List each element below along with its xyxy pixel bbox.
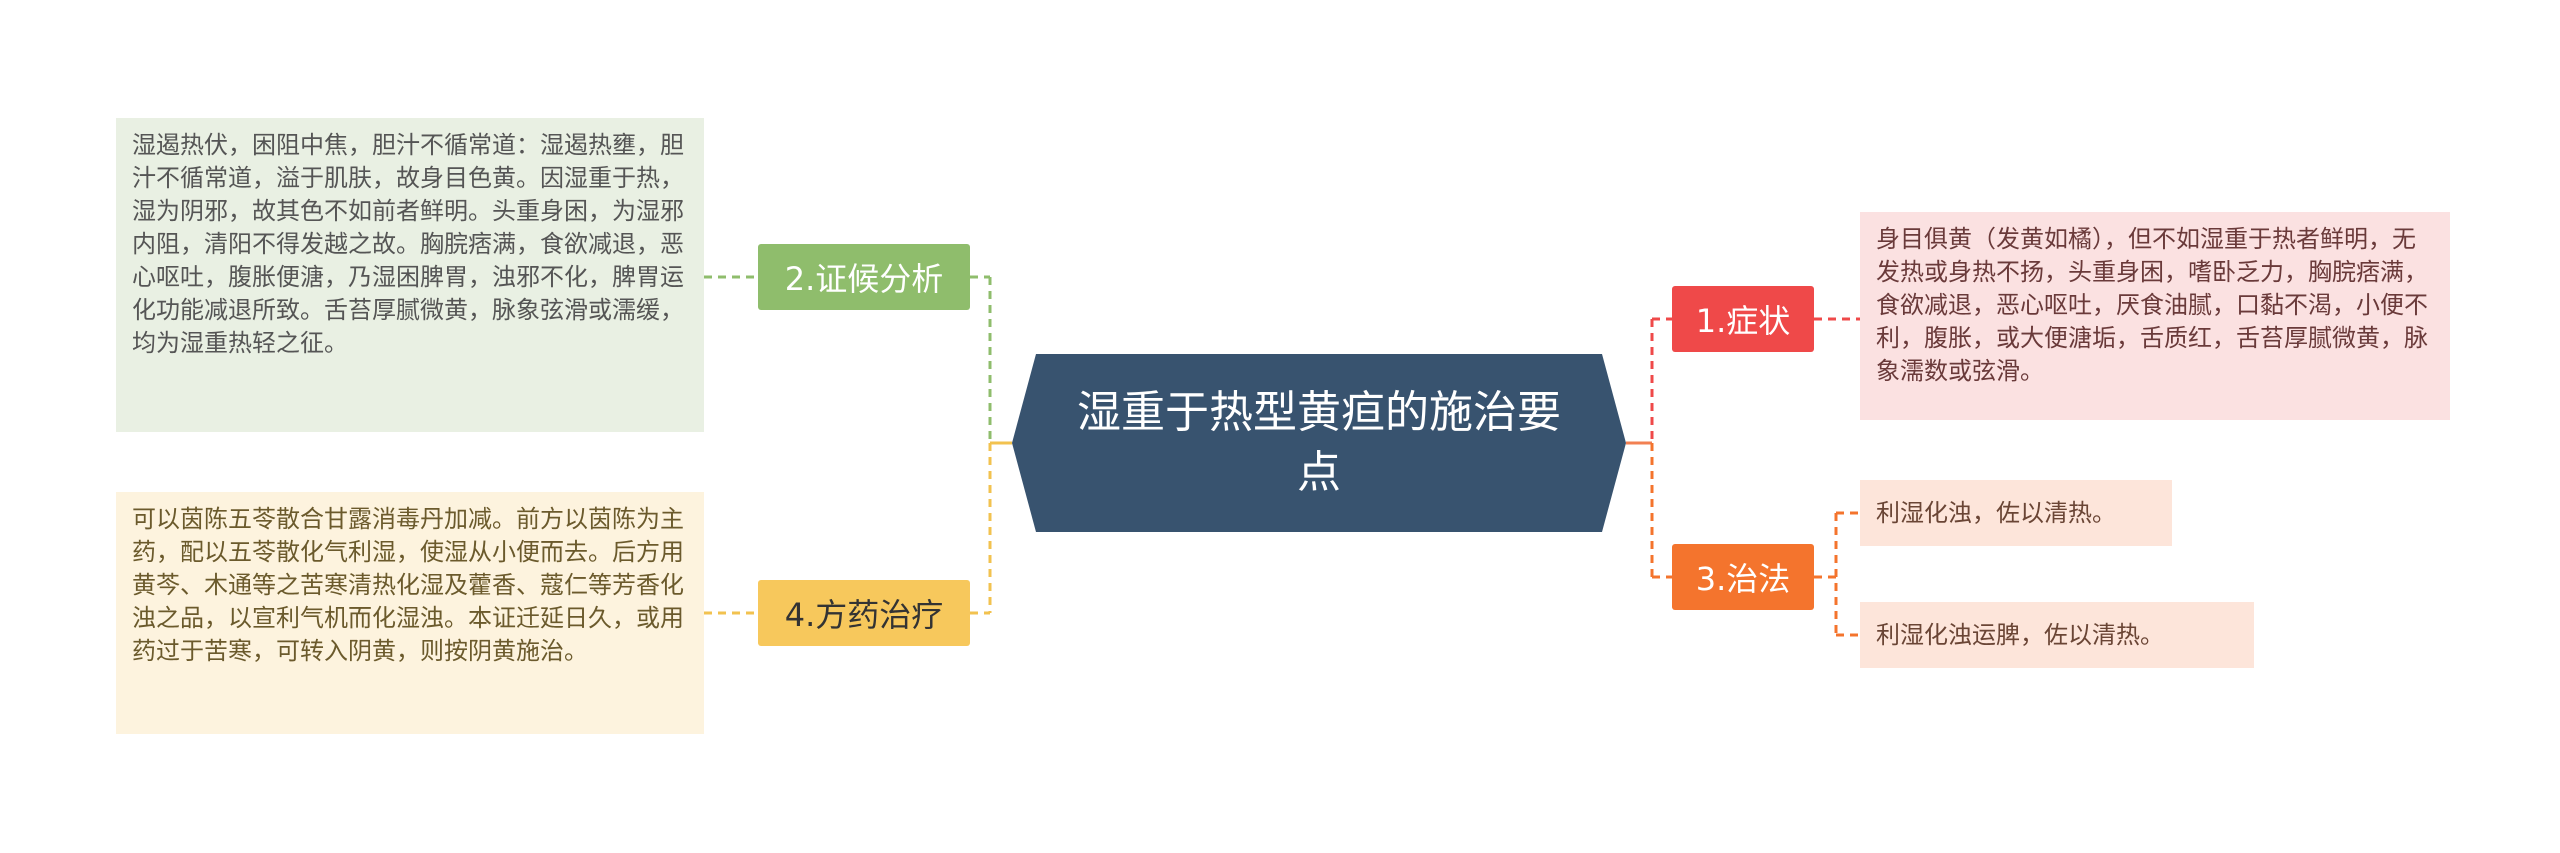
leaf-zhengzhuang-text[interactable]: 身目俱黄（发黄如橘），但不如湿重于热者鲜明，无发热或身热不扬，头重身困，嗜卧乏力…: [1860, 212, 2450, 420]
leaf-text: 湿遏热伏，困阻中焦，胆汁不循常道：湿遏热壅，胆汁不循常道，溢于肌肤，故身目色黄。…: [132, 131, 684, 357]
leaf-zhenghou-text[interactable]: 湿遏热伏，困阻中焦，胆汁不循常道：湿遏热壅，胆汁不循常道，溢于肌肤，故身目色黄。…: [116, 118, 704, 432]
leaf-zhifa-item-1[interactable]: 利湿化浊，佐以清热。: [1860, 480, 2172, 546]
leaf-text: 可以茵陈五苓散合甘露消毒丹加减。前方以茵陈为主药，配以五苓散化气利湿，使湿从小便…: [132, 505, 684, 665]
central-topic[interactable]: 湿重于热型黄疸的施治要点: [1012, 354, 1626, 532]
branch-zhifa[interactable]: 3.治法: [1672, 544, 1814, 610]
branch-label: 4.方药治疗: [784, 596, 944, 634]
leaf-text: 利湿化浊运脾，佐以清热。: [1876, 620, 2164, 649]
branch-label: 2.证候分析: [784, 260, 944, 298]
branch-zhengzhuang[interactable]: 1.症状: [1672, 286, 1814, 352]
leaf-fangyao-text[interactable]: 可以茵陈五苓散合甘露消毒丹加减。前方以茵陈为主药，配以五苓散化气利湿，使湿从小便…: [116, 492, 704, 734]
branch-label: 1.症状: [1695, 302, 1791, 340]
central-topic-title: 湿重于热型黄疸的施治要点: [1077, 387, 1561, 498]
leaf-text: 利湿化浊，佐以清热。: [1876, 498, 2116, 527]
leaf-zhifa-item-2[interactable]: 利湿化浊运脾，佐以清热。: [1860, 602, 2254, 668]
branch-label: 3.治法: [1695, 560, 1791, 598]
branch-fangyao-zhiliao[interactable]: 4.方药治疗: [758, 580, 970, 646]
branch-zhenghou-fenxi[interactable]: 2.证候分析: [758, 244, 970, 310]
leaf-text: 身目俱黄（发黄如橘），但不如湿重于热者鲜明，无发热或身热不扬，头重身困，嗜卧乏力…: [1876, 225, 2428, 385]
